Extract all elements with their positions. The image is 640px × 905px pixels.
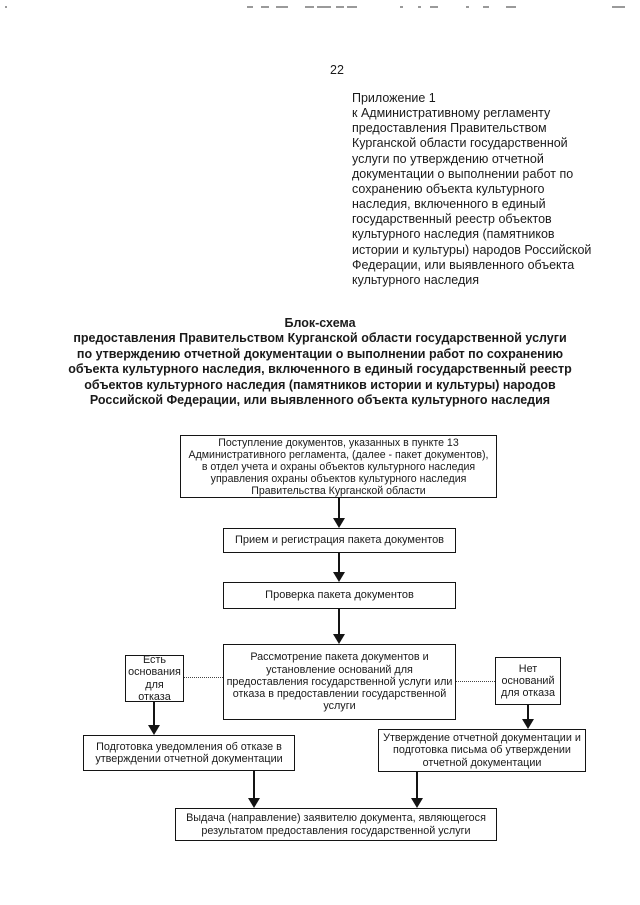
scan-artifact xyxy=(347,6,357,8)
flow-node-refusal: Подготовка уведомления об отказе в утвер… xyxy=(83,735,295,771)
arrow-stem xyxy=(338,553,340,572)
arrow-head-icon xyxy=(248,798,260,808)
scan-artifact xyxy=(336,6,344,8)
arrow-head-icon xyxy=(333,518,345,528)
scan-artifact xyxy=(247,6,253,8)
flow-arrow-down-icon xyxy=(411,772,423,808)
arrow-stem xyxy=(416,772,418,798)
arrow-stem xyxy=(527,705,529,719)
flow-arrow-down-icon xyxy=(333,498,345,528)
scan-artifact xyxy=(276,6,288,8)
arrow-head-icon xyxy=(333,634,345,644)
flow-node-registration: Прием и регистрация пакета документов xyxy=(223,528,456,553)
flow-arrow-down-icon xyxy=(148,702,160,735)
scan-artifact xyxy=(5,6,7,8)
arrow-head-icon xyxy=(522,719,534,729)
flow-node-receipt: Поступление документов, указанных в пунк… xyxy=(180,435,497,498)
flow-arrow-down-icon xyxy=(522,705,534,729)
arrow-stem xyxy=(253,771,255,798)
flow-node-grounds-yes: Есть основания для отказа xyxy=(125,654,184,703)
arrow-head-icon xyxy=(333,572,345,582)
scan-artifact xyxy=(317,6,331,8)
scan-artifact xyxy=(305,6,314,8)
flow-arrow-down-icon xyxy=(333,553,345,582)
scan-artifact xyxy=(430,6,438,8)
scan-artifact xyxy=(612,6,625,8)
flow-node-grounds-no: Нет оснований для отказа xyxy=(495,657,561,705)
scan-artifact xyxy=(506,6,516,8)
flow-arrow-down-icon xyxy=(248,771,260,808)
arrow-head-icon xyxy=(411,798,423,808)
flow-arrow-down-icon xyxy=(333,609,345,644)
flow-node-approval: Утверждение отчетной документации и подг… xyxy=(378,729,586,772)
appendix-reference: Приложение 1 к Административному регламе… xyxy=(352,91,592,287)
scan-artifact xyxy=(400,6,403,8)
flow-node-review: Рассмотрение пакета документов и установ… xyxy=(223,644,456,720)
flow-connector-right xyxy=(456,681,495,682)
scan-artifact xyxy=(261,6,269,8)
page-number: 22 xyxy=(330,63,344,77)
flow-node-check: Проверка пакета документов xyxy=(223,582,456,609)
arrow-stem xyxy=(338,498,340,518)
scan-artifact xyxy=(466,6,469,8)
flow-node-issue: Выдача (направление) заявителю документа… xyxy=(175,808,497,841)
arrow-head-icon xyxy=(148,725,160,735)
document-title: Блок-схема предоставления Правительством… xyxy=(68,316,572,408)
scan-artifact xyxy=(418,6,421,8)
flow-connector-left xyxy=(184,677,223,678)
scan-artifact xyxy=(483,6,489,8)
arrow-stem xyxy=(338,609,340,634)
arrow-stem xyxy=(153,702,155,725)
